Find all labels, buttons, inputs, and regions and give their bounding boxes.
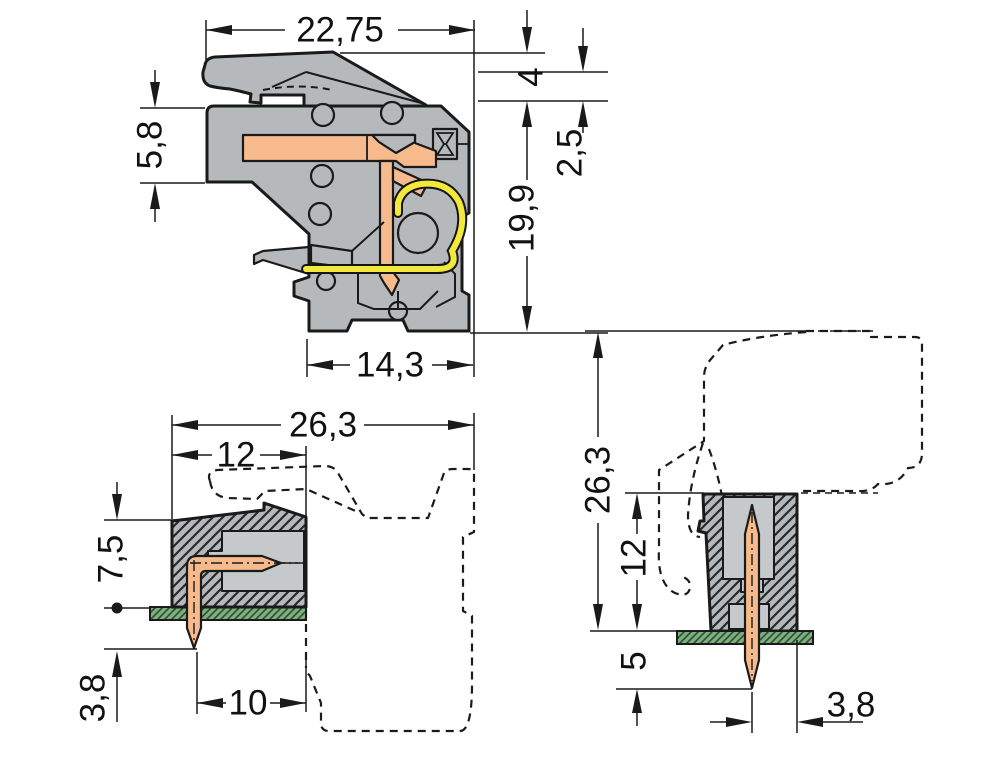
coding-detail-inner — [435, 132, 469, 156]
mating-connector-ghost — [207, 464, 476, 733]
dim-label-pin-below-board: 3,8 — [74, 674, 113, 723]
top-reference-line-dashed — [801, 330, 878, 494]
solder-pin — [185, 554, 283, 650]
dim-label-bottom-width: 14,3 — [356, 346, 424, 385]
ext-lines-c — [590, 492, 798, 733]
lever-hidden-edge — [262, 85, 333, 91]
dim-label-pin-to-edge: 3,8 — [827, 686, 876, 725]
release-lever — [201, 50, 428, 110]
dim-label-lever-height: 4 — [512, 67, 551, 86]
dim-label-left-height: 5,8 — [131, 121, 170, 170]
ext-lines-b — [104, 413, 475, 714]
pcb-board — [149, 606, 307, 621]
clamp-cam — [396, 211, 440, 255]
dim-label-overall-width: 22,75 — [296, 11, 384, 50]
mechanism-lines — [351, 221, 456, 310]
dim-label-overall-depth: 26,3 — [289, 406, 357, 445]
housing-hole — [315, 270, 337, 292]
housing-hole — [379, 100, 405, 126]
view-header-front: 26,3 12 5 3,8 — [579, 329, 924, 733]
contact-wedge — [370, 133, 417, 155]
dim-dot-board-level — [111, 602, 123, 614]
view-header-side: 26,3 12 7,5 3,8 10 — [74, 406, 476, 733]
pin-centerline — [190, 560, 298, 643]
view-side-section: 22,75 5,8 4 2,5 19,9 14,3 — [131, 10, 608, 385]
clamp-spring — [303, 180, 466, 272]
dim-label-header-height: 12 — [615, 539, 654, 578]
mating-connector-ghost-front-left — [657, 330, 807, 596]
dim-label-insert-depth: 12 — [217, 436, 256, 475]
ext-lines-a — [140, 20, 608, 377]
mating-connector-ghost-front — [800, 329, 924, 493]
dim-label-body-height: 19,9 — [503, 184, 542, 252]
dim-label-overall-height: 26,3 — [579, 446, 618, 514]
housing-hole — [307, 201, 333, 227]
dim-label-top-offset: 2,5 — [551, 129, 590, 178]
lever-inner-edge — [271, 71, 426, 105]
dim-label-height-above-board: 7,5 — [92, 535, 131, 584]
housing-hole — [310, 102, 336, 128]
dim-label-pin-below-board-front: 5 — [615, 651, 654, 670]
housing-hole — [309, 163, 335, 189]
dim-label-pin-to-face: 10 — [229, 684, 268, 723]
locking-foot — [252, 245, 311, 276]
